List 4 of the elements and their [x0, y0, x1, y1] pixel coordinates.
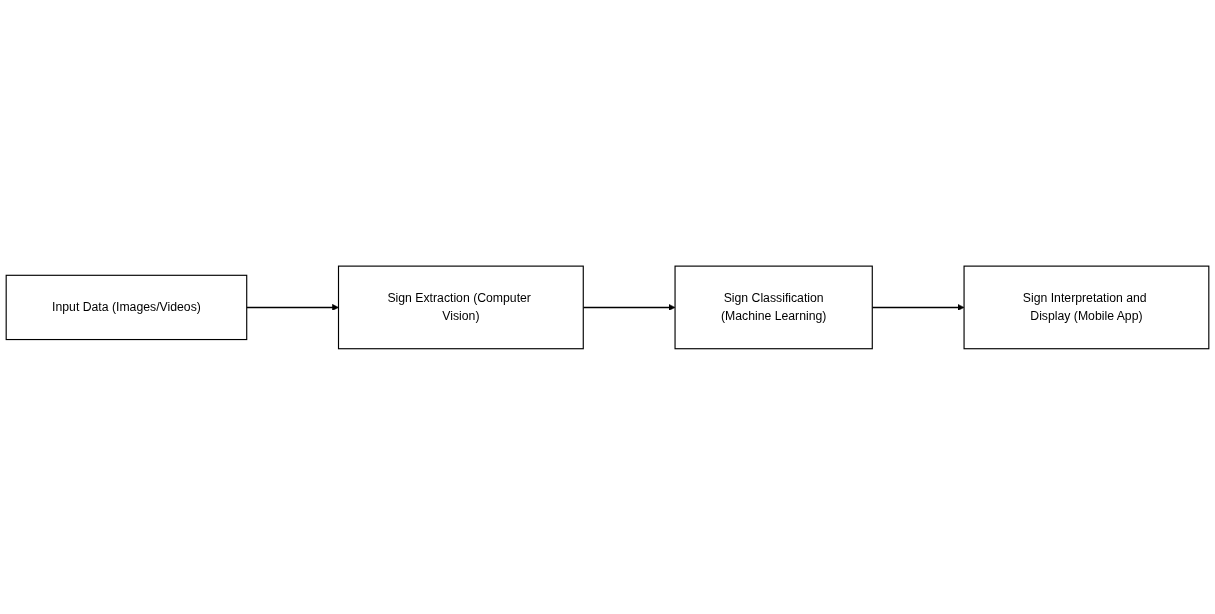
node-box: Sign Classification (Machine Learning): [674, 265, 873, 349]
node-box: Input Data (Images/Videos): [5, 274, 248, 340]
node-box: Sign Interpretation and Display (Mobile App): [963, 265, 1210, 349]
node-box: Sign Extraction (Computer Vision): [337, 265, 584, 349]
